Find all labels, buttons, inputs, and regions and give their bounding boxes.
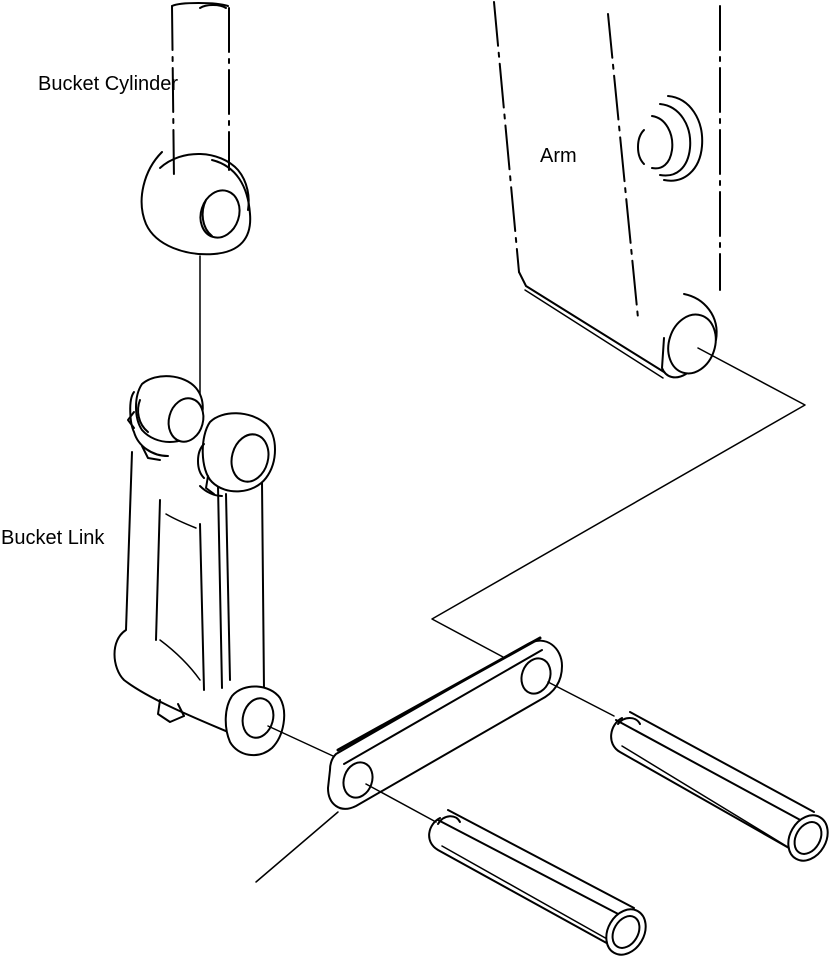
bucket-cylinder-label: Bucket Cylinder <box>38 73 178 95</box>
arm-lower-bore <box>661 293 718 379</box>
pin-upper <box>610 711 829 862</box>
bucket-link-top-boss-right <box>197 412 276 497</box>
bucket-cylinder-part <box>140 2 252 399</box>
bucket-link-label: Bucket Link <box>1 527 105 549</box>
link-plate <box>255 636 615 883</box>
arm-upper-bore <box>637 95 704 182</box>
pin-lower <box>428 809 647 956</box>
bucket-link-bottom-boss <box>157 685 286 757</box>
arm-part <box>431 1 806 681</box>
bucket-link-top-boss-left <box>127 375 205 461</box>
arm-label: Arm <box>540 145 577 167</box>
bucket-link-part <box>113 375 347 763</box>
